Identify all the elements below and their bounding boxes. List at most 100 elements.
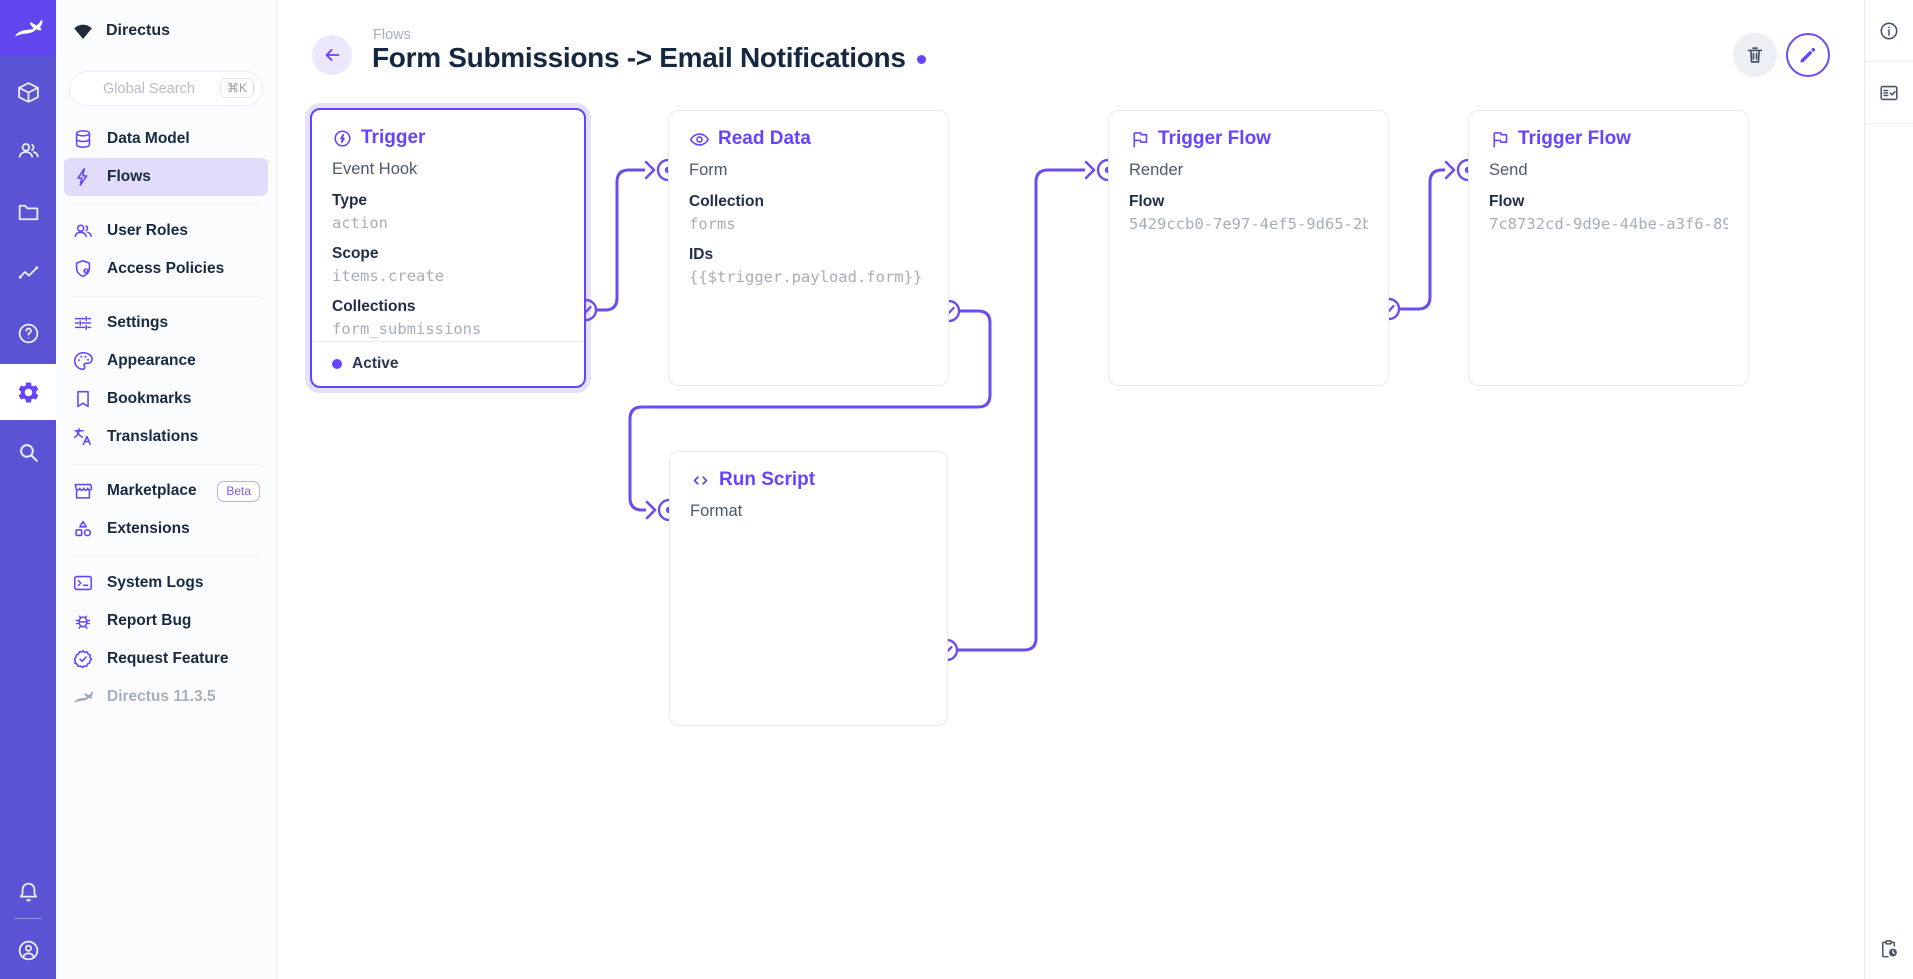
sidebar-divider xyxy=(1865,61,1913,62)
shield-badge-icon xyxy=(75,259,91,278)
field-label: Flow xyxy=(1489,193,1525,210)
sidebar-item-label: Translations xyxy=(107,428,199,445)
user-avatar-button[interactable] xyxy=(0,922,56,978)
panel-title: Trigger xyxy=(361,127,426,148)
module-bar xyxy=(0,0,56,979)
flow-panel-trigger-flow-render[interactable]: Trigger Flow Render Flow 5429ccb0-7e97-4… xyxy=(1108,110,1389,386)
trash-icon xyxy=(1747,47,1763,63)
directus-logo[interactable] xyxy=(0,0,56,56)
module-help[interactable] xyxy=(0,305,56,361)
sidebar-item-system-logs[interactable]: System Logs xyxy=(64,564,268,602)
info-icon xyxy=(1880,22,1898,39)
detail-sidebar xyxy=(1864,0,1913,979)
help-icon xyxy=(18,323,38,343)
field-value: forms xyxy=(689,215,736,233)
breadcrumb[interactable]: Flows xyxy=(373,27,411,43)
flow-status-dot xyxy=(916,55,926,64)
delete-flow-button[interactable] xyxy=(1733,33,1777,77)
module-files[interactable] xyxy=(0,184,56,240)
bug-icon xyxy=(75,615,91,629)
sidebar-item-label: Bookmarks xyxy=(107,390,192,407)
field-label: Flow xyxy=(1129,193,1165,210)
clipboard-clock-icon xyxy=(1881,939,1897,957)
sidebar-item-access-policies[interactable]: Access Policies xyxy=(64,250,268,288)
flow-panel-trigger-flow-send[interactable]: Trigger Flow Send Flow 7c8732cd-9d9e-44b… xyxy=(1468,110,1749,386)
field-value: action xyxy=(332,214,388,232)
back-button[interactable] xyxy=(312,35,352,75)
panel-name: Form xyxy=(689,161,728,179)
sidebar-item-label: Request Feature xyxy=(107,650,229,667)
sidebar-item-data-model[interactable]: Data Model xyxy=(64,120,268,158)
field-label: Type xyxy=(332,192,368,209)
account-circle-icon xyxy=(18,940,38,960)
active-status-dot xyxy=(332,359,342,369)
sidebar-item-flows[interactable]: Flows xyxy=(64,158,268,196)
module-search[interactable] xyxy=(0,424,56,480)
eye-icon xyxy=(689,132,710,146)
arrowhead-icon xyxy=(645,500,657,520)
database-icon xyxy=(75,130,91,148)
panel-title: Run Script xyxy=(719,469,816,490)
sidebar-item-request-feature[interactable]: Request Feature xyxy=(64,640,268,678)
beta-badge: Beta xyxy=(217,480,260,502)
bolt-icon xyxy=(77,167,88,187)
bolt-circle-icon xyxy=(334,129,351,147)
shapes-icon xyxy=(75,520,92,537)
code-icon xyxy=(693,475,708,485)
sidebar-item-translations[interactable]: Translations xyxy=(64,418,268,456)
flow-panel-run-script[interactable]: Run Script Format xyxy=(669,451,948,726)
field-label: Collections xyxy=(332,298,416,315)
storefront-icon xyxy=(74,483,93,499)
global-search[interactable]: ⌘K xyxy=(69,71,263,106)
project-name: Directus xyxy=(106,22,171,39)
field-value: items.create xyxy=(332,267,444,285)
module-insights[interactable] xyxy=(0,245,56,301)
version-label: Directus 11.3.5 xyxy=(107,688,216,705)
project-header[interactable]: Directus xyxy=(56,0,276,62)
gear-icon xyxy=(18,382,38,402)
sidebar-item-bookmarks[interactable]: Bookmarks xyxy=(64,380,268,418)
wire-render-to-send xyxy=(1399,168,1445,311)
sidebar-item-user-roles[interactable]: User Roles xyxy=(64,212,268,250)
nav-list: Data Model Flows User Roles Access Polic… xyxy=(56,120,276,716)
people-icon xyxy=(74,224,93,238)
notifications-button[interactable] xyxy=(0,864,56,920)
insights-icon xyxy=(18,265,38,279)
sidebar-item-marketplace[interactable]: Marketplace Beta xyxy=(64,472,268,510)
flow-panel-read-data[interactable]: Read Data Form Collection forms IDs {{$t… xyxy=(668,110,949,386)
module-content[interactable] xyxy=(0,64,56,120)
module-settings[interactable] xyxy=(0,364,56,420)
module-users[interactable] xyxy=(0,122,56,178)
sidebar-item-label: Marketplace xyxy=(107,482,197,499)
field-value: {{$trigger.payload.form}} xyxy=(689,268,923,286)
edit-flow-button[interactable] xyxy=(1786,33,1830,77)
sidebar-item-settings[interactable]: Settings xyxy=(64,304,268,342)
arrow-left-icon xyxy=(325,49,340,61)
sidebar-item-report-bug[interactable]: Report Bug xyxy=(64,602,268,640)
info-section-button[interactable] xyxy=(1865,0,1913,61)
sidebar-item-extensions[interactable]: Extensions xyxy=(64,510,268,548)
sidebar-item-label: Flows xyxy=(107,168,151,185)
flow-canvas: Flows Form Submissions -> Email Notifica… xyxy=(277,0,1864,979)
panel-title: Read Data xyxy=(718,128,811,149)
seal-check-icon xyxy=(73,649,93,669)
field-label: Collection xyxy=(689,193,764,210)
search-icon xyxy=(19,443,38,462)
search-shortcut: ⌘K xyxy=(219,78,254,98)
sidebar-item-label: Report Bug xyxy=(107,612,192,629)
panel-name: Send xyxy=(1489,161,1528,179)
rail-divider xyxy=(14,918,42,919)
activity-log-button[interactable] xyxy=(1865,918,1913,979)
search-input[interactable] xyxy=(103,80,223,97)
people-icon xyxy=(18,142,39,158)
page-title: Form Submissions -> Email Notifications xyxy=(372,42,906,73)
sidebar-item-appearance[interactable]: Appearance xyxy=(64,342,268,380)
flow-panel-trigger[interactable]: Trigger Event Hook Type action Scope ite… xyxy=(310,108,586,388)
arrowhead-icon xyxy=(1444,160,1456,180)
flag-icon xyxy=(1133,131,1148,147)
sidebar-divider xyxy=(1865,123,1913,124)
operations-section-button[interactable] xyxy=(1865,62,1913,123)
flag-icon xyxy=(1493,131,1508,147)
wire-run-script-to-render xyxy=(957,168,1085,652)
